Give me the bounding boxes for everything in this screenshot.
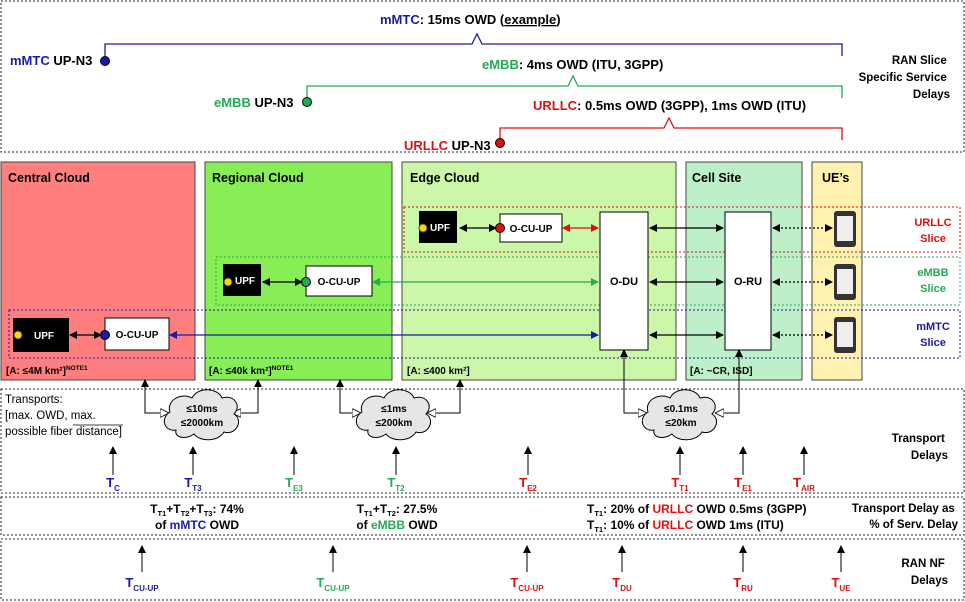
ran-slice-delays-label: RAN Slice Specific Service Delays <box>859 55 950 101</box>
urllc-ocuup-box <box>499 213 563 243</box>
regional-cloud-title: Regional Cloud <box>212 171 304 185</box>
urllc-up-n3-dot <box>495 138 505 148</box>
ran-nf-section <box>0 538 965 601</box>
mmtc-ocuup-label: O-CU-UP <box>116 330 159 341</box>
transport-cloud-3: ≤0.1ms≤20km <box>641 389 717 441</box>
urllc-ocuup-port <box>495 223 505 233</box>
mmtc-percent-line1: TT1+TT2+TT3: 74% <box>150 502 244 518</box>
mmtc-ue-phone-icon <box>834 317 856 353</box>
urllc-up-n3-label: URLLC UP-N3 <box>404 138 491 153</box>
embb-ue-phone-icon <box>834 264 856 300</box>
transport-delay-label-e3: TE3 <box>285 475 303 493</box>
embb-upf-label: UPF <box>235 276 255 287</box>
transport-delay-labels: TC TT3 TE3 TT2 TE2 TT1 TE1 TAIR <box>106 446 815 493</box>
mmtc-ocuup-port <box>100 330 110 340</box>
embb-ocuup-port <box>301 277 311 287</box>
embb-slice-box <box>215 256 961 306</box>
transport-cloud-2: ≤1ms≤200km <box>355 389 431 441</box>
ran-nf-delay-label-du: TDU <box>612 575 632 593</box>
mmtc-percent-line2: of mMTC OWD <box>155 518 239 532</box>
ran-nf-delay-label-ue: TUE <box>831 575 851 593</box>
transport-delay-label-t3: TT3 <box>184 475 202 493</box>
urllc-owd-bracket <box>499 116 843 143</box>
mmtc-owd-label: mMTC: 15ms OWD (example) <box>380 12 561 27</box>
transport-delay-label-c: TC <box>106 475 120 493</box>
embb-up-n3-dot <box>302 97 312 107</box>
embb-percent-line1: TT1+TT2: 27.5% <box>357 502 438 518</box>
svg-text:≤1ms≤200km: ≤1ms≤200km <box>376 404 413 429</box>
odu-box <box>599 211 649 351</box>
odu-label: O-DU <box>610 276 638 288</box>
mmtc-owd-bracket <box>104 32 843 61</box>
edge-cloud-title: Edge Cloud <box>410 171 479 185</box>
ran-nf-delay-label-cu-up: TCU-UP <box>510 575 544 593</box>
du-transport-connector <box>624 350 646 413</box>
urllc-ue-phone-icon <box>834 211 856 247</box>
edge-area-label: [A: ≤400 km²] <box>407 366 470 377</box>
embb-up-n3-label: eMBB UP-N3 <box>214 95 293 110</box>
ran-nf-delay-label-ru: TRU <box>733 575 753 593</box>
transport-delay-label-e1: TE1 <box>734 475 752 493</box>
urllc-owd-label: URLLC: 0.5ms OWD (3GPP), 1ms OWD (ITU) <box>533 98 806 113</box>
embb-owd-label: eMBB: 4ms OWD (ITU, 3GPP) <box>482 57 663 72</box>
urllc-upf-port <box>418 223 428 233</box>
mmtc-upf-port <box>13 330 23 340</box>
ue-title: UE’s <box>822 171 849 185</box>
urllc-upf-label: UPF <box>430 223 450 234</box>
cell-area-label: [A: ~CR, ISD] <box>690 366 753 377</box>
transport-delay-label-air: TAIR <box>793 475 815 493</box>
transport-cloud-1: ≤10ms≤2000km <box>163 389 239 441</box>
embb-ocuup-label: O-CU-UP <box>318 277 361 288</box>
mmtc-upf-label: UPF <box>34 331 54 342</box>
transport-delay-section <box>0 388 965 494</box>
transport-delay-label-t2: TT2 <box>387 475 405 493</box>
ran-nf-delay-label-cu-up: TCU-UP <box>125 575 159 593</box>
embb-percent-line2: of eMBB OWD <box>356 518 438 532</box>
svg-text:≤10ms≤2000km: ≤10ms≤2000km <box>181 404 223 429</box>
regional-edge-connector-right <box>428 380 460 413</box>
transport-delays-label: Transport Delays <box>892 433 948 462</box>
cell-site-title: Cell Site <box>692 171 741 185</box>
central-area-label: [A: ≤4M km²]NOTE1 <box>6 365 88 377</box>
ran-nf-delay-label-cu-up: TCU-UP <box>316 575 350 593</box>
regional-transport-connector <box>233 380 258 413</box>
oru-box <box>724 211 772 351</box>
central-transport-connector <box>145 380 168 413</box>
embb-owd-bracket <box>306 74 843 102</box>
mmtc-ocuup-box <box>104 317 170 351</box>
percent-section <box>0 496 965 536</box>
urllc-percent-line2: TT1: 10% of URLLC OWD 1ms (ITU) <box>587 518 784 534</box>
percent-right-label: Transport Delay as % of Serv. Delay <box>852 503 959 531</box>
mmtc-up-n3-label: mMTC UP-N3 <box>10 53 92 68</box>
embb-upf-port <box>223 277 233 287</box>
mmtc-slice-box <box>8 309 961 359</box>
mmtc-up-n3-dot <box>100 56 110 66</box>
embb-ocuup-box <box>305 265 373 297</box>
ru-transport-connector <box>716 350 739 413</box>
svg-text:≤0.1ms≤20km: ≤0.1ms≤20km <box>664 404 698 429</box>
urllc-ocuup-label: O-CU-UP <box>510 224 553 235</box>
oru-label: O-RU <box>734 276 762 288</box>
transport-delay-label-t1: TT1 <box>671 475 689 493</box>
service-delay-section <box>0 0 965 153</box>
central-cloud-title: Central Cloud <box>8 171 90 185</box>
ran-nf-delay-labels: TCU-UP TCU-UP TCU-UP TDU TRU TUE <box>125 545 851 593</box>
transport-delay-label-e2: TE2 <box>519 475 537 493</box>
transports-heading: Transports: [max. OWD, max. possible fib… <box>5 394 122 438</box>
regional-area-label: [A: ≤40k km²]NOTE1 <box>209 365 294 377</box>
ran-nf-delays-label: RAN NF Delays <box>901 558 948 587</box>
regional-edge-connector-left <box>340 380 360 413</box>
urllc-percent-line1: TT1: 20% of URLLC OWD 0.5ms (3GPP) <box>587 502 807 518</box>
urllc-slice-box <box>403 206 961 253</box>
